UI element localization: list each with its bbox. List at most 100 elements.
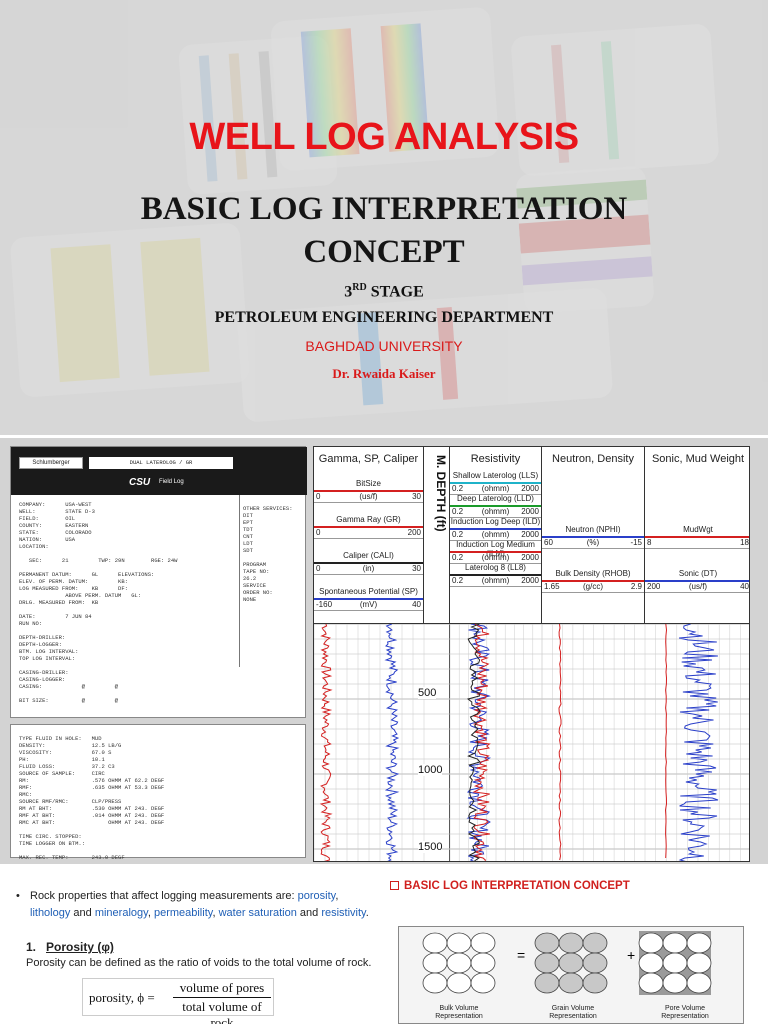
curve-name: Bulk Density (RHOB) (555, 569, 631, 578)
curve-min: 0.2 (452, 576, 464, 585)
service-line: OTHER SERVICES: (243, 505, 293, 512)
header-field-line (19, 662, 177, 669)
curve-color-line (450, 574, 541, 576)
header-field-line: BTM. LOG INTERVAL: (19, 648, 79, 655)
mud-field-line: RMF: .635 OHMM AT 53.3 DEGF (19, 784, 165, 791)
slide-subtitle: BASIC LOG INTERPRETATION CONCEPT (0, 188, 768, 274)
curve-min: 0.2 (452, 530, 464, 539)
grain (534, 972, 560, 994)
mud-field-line: RM: .576 OHMM AT 62.2 DEGF (19, 777, 165, 784)
bulk-volume-icon (422, 932, 496, 994)
porosity-title: Porosity (φ) (46, 940, 114, 954)
bulk-volume-label: Bulk Volume Representation (435, 1005, 483, 1020)
grain (582, 952, 608, 974)
service-line: SERVICE (243, 582, 267, 589)
header-field-line: TOP LOG INTERVAL: (19, 655, 76, 662)
header-field-line: RUN NO: (19, 620, 43, 627)
curve-unit: (%) (586, 538, 600, 547)
curve-min: 1.65 (544, 582, 560, 591)
header-field-line: DRLG. MEASURED FROM: KB (19, 599, 99, 606)
pore-grain (662, 932, 688, 954)
mud-field-line: TYPE FLUID IN HOLE: MUD (19, 735, 102, 742)
bulk-grain (422, 932, 448, 954)
depth-tick-label: 1000 (418, 764, 443, 776)
curve-name: MudWgt (683, 525, 713, 534)
stage-word: STAGE (366, 283, 424, 301)
ll8-curve (466, 624, 481, 861)
header-field-line: CASING-LOGGER: (19, 676, 66, 683)
title-slide: WELL LOG ANALYSIS BASIC LOG INTERPRETATI… (0, 0, 768, 435)
mud-field-line: RMF AT BHT: .014 OHMM AT 243. DEGF (19, 812, 165, 819)
mud-field-line: TIME LOGGER ON BTM.: (19, 840, 86, 847)
curve-name: Sonic (DT) (678, 569, 718, 578)
stage-number: 3 (344, 283, 353, 301)
curve-max: 2000 (521, 553, 539, 562)
curve-color-line (314, 490, 423, 492)
mud-field-line: RMC AT BHT: OHMM AT 243. DEGF (19, 819, 165, 826)
rock-properties-slide: • Rock properties that affect logging me… (0, 866, 384, 1024)
formula-lhs: porosity, ϕ = (89, 990, 155, 1005)
pore-volume-label: Pore Volume Representation (661, 1005, 709, 1020)
bulk-grain (446, 972, 472, 994)
ilm-curve (472, 624, 491, 861)
curve-row-divider (450, 586, 541, 587)
curve-unit: (g/cc) (583, 582, 603, 591)
checkbox-bullet-icon (390, 881, 399, 890)
curve-min: 0.2 (452, 484, 464, 493)
curve-min: 200 (647, 582, 661, 591)
mud-field-line (19, 826, 164, 833)
curve-color-line (645, 536, 749, 538)
grain (582, 972, 608, 994)
header-field-line: ABOVE PERM. DATUM GL: (19, 592, 142, 599)
bulk-grain (470, 952, 496, 974)
curve-color-line (450, 505, 541, 507)
header-field-line: STATE: COLORADO (19, 529, 92, 536)
curve-name: Neutron (NPHI) (565, 525, 621, 534)
mud-field-line: MAX. REC. TEMP: 243.0 DEGF (19, 854, 125, 861)
header-field-line: WELL: STATE D-3 (19, 508, 95, 515)
service-line: TAPE NO: (243, 568, 270, 575)
bulk-grain (422, 952, 448, 974)
grain (534, 932, 560, 954)
curve-row-divider (542, 592, 644, 593)
formula-bar (173, 997, 271, 998)
mud-field-line: FLUID LOSS: 37.2 C3 (19, 763, 115, 770)
ild-curve (466, 624, 492, 861)
curve-min: 8 (647, 538, 652, 547)
service-line: DIT (243, 512, 253, 519)
depth-title: M. DEPTH (ft) (434, 455, 448, 532)
sep: , (335, 890, 339, 902)
term-lithology: lithology (30, 907, 71, 919)
track2-header: Resistivity Shallow Laterolog (LLS)0.2(o… (450, 447, 542, 623)
service-line: ORDER NO: (243, 589, 273, 596)
department-label: PETROLEUM ENGINEERING DEPARTMENT (214, 309, 554, 326)
mud-field-line: SOURCE RMF/RMC: CLP/PRESS (19, 798, 122, 805)
mud-field-line (19, 847, 164, 854)
service-line: 26.2 (243, 575, 257, 582)
stage-label: 3RD STAGE (0, 282, 768, 301)
bulk-grain (446, 952, 472, 974)
curve-unit: (ohmm) (481, 484, 510, 493)
curve-unit: (us/f) (688, 582, 708, 591)
bulk-grain (446, 932, 472, 954)
header-field-line: CASING: @ @ (19, 683, 119, 690)
volume-representation-diagram: = + Bulk Volume Representation Grain Vol… (398, 926, 744, 1024)
sep: , (212, 907, 219, 919)
mud-field-line: VISCOSITY: 67.0 S (19, 749, 112, 756)
header-field-line: DEPTH-LOGGER: (19, 641, 62, 648)
pore-grain (638, 952, 664, 974)
dt-curve (678, 624, 719, 861)
curve-max: 2.9 (630, 582, 642, 591)
pore-grain (638, 932, 664, 954)
grain-volume-label: Grain Volume Representation (549, 1005, 597, 1020)
stage-suffix: RD (352, 282, 367, 293)
term-resistivity: resistivity (321, 907, 366, 919)
pore-grain (686, 952, 712, 974)
grain (558, 952, 584, 974)
curve-min: -160 (316, 600, 333, 609)
